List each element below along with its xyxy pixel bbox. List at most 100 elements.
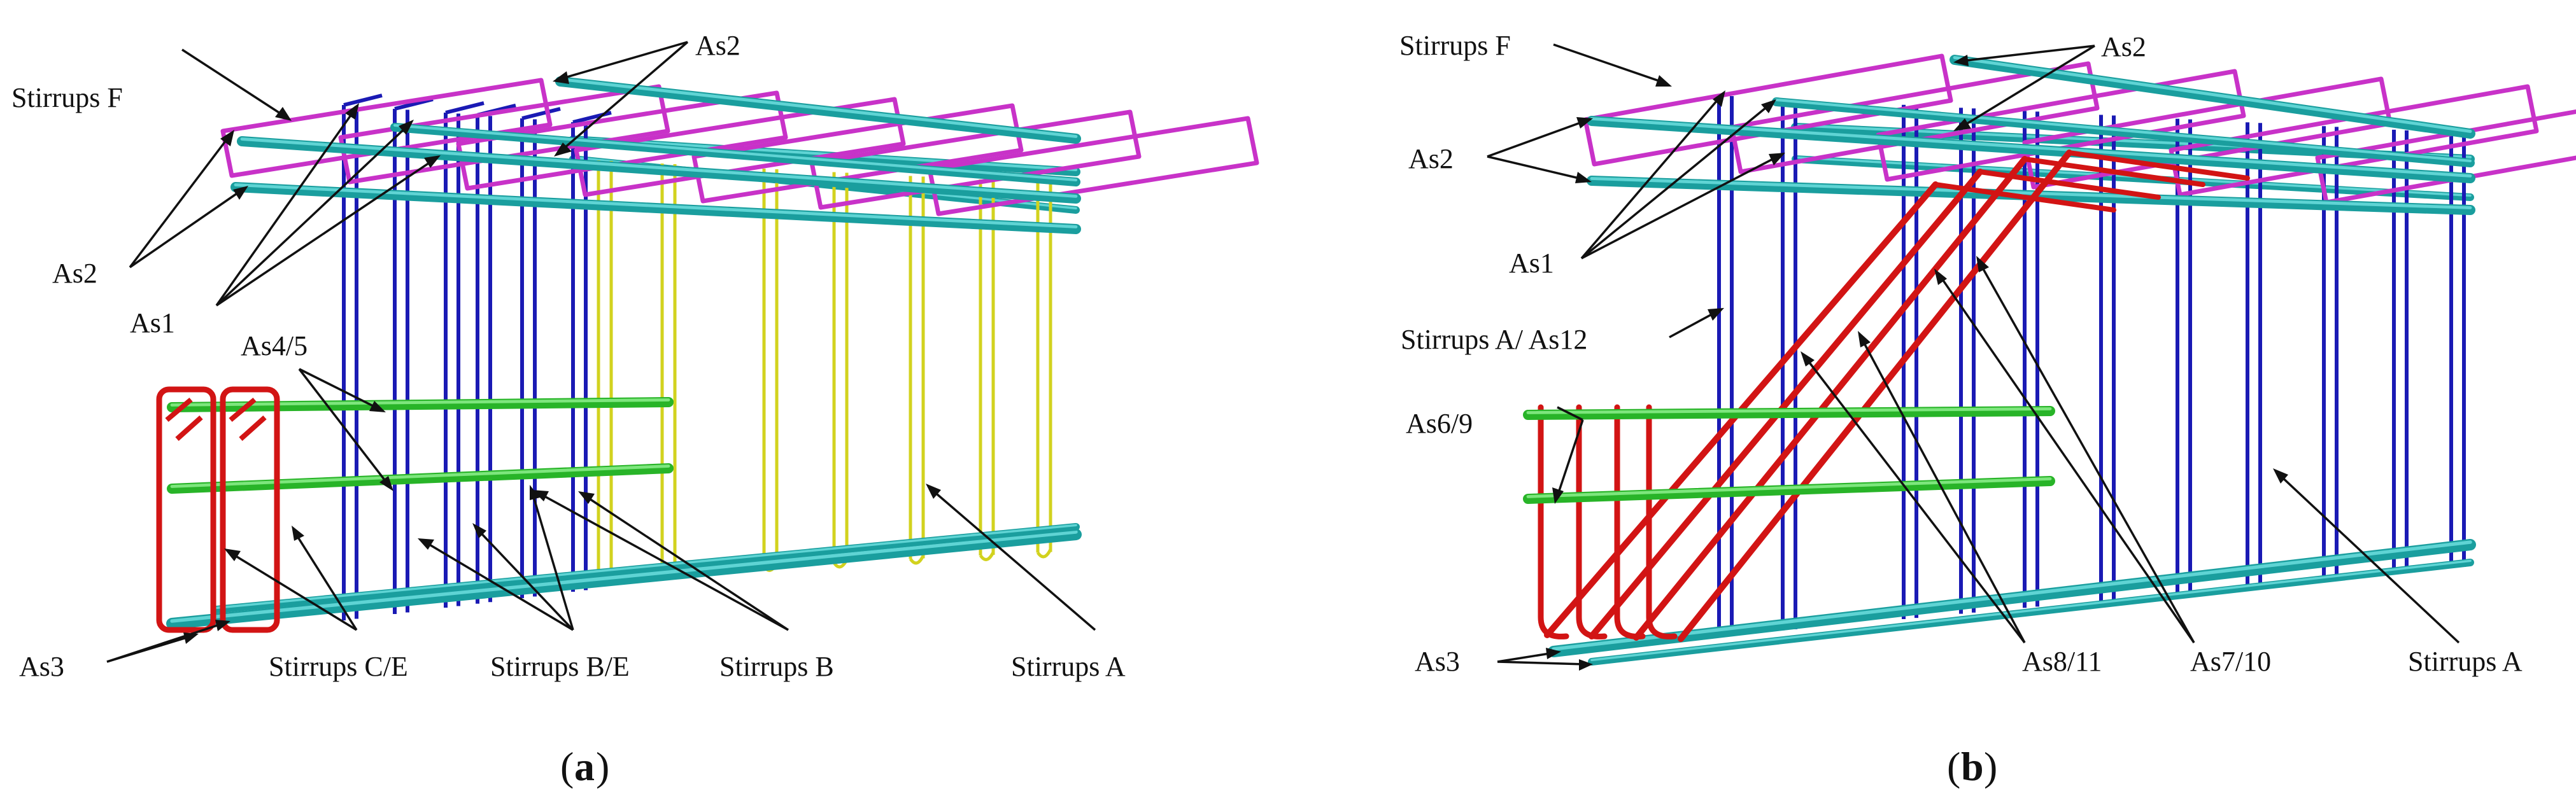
stirrup-b-f-5 bbox=[2315, 109, 2576, 205]
panel-a-longitudinal-bars-bottom bbox=[166, 523, 1082, 629]
stirrup-a-blue-top-2 bbox=[394, 97, 434, 111]
rod-b-top-as1-1 bbox=[1587, 176, 2475, 215]
arrowhead bbox=[369, 401, 386, 412]
stirrup-a-yellow-bend-10 bbox=[979, 551, 995, 561]
arrowhead bbox=[1976, 256, 1989, 272]
panel-a-caption: ( a ) bbox=[560, 744, 609, 789]
leader-a-stirrups-be-3 bbox=[531, 492, 574, 631]
leader-a-as45-2 bbox=[298, 368, 390, 486]
rod-b-bottom-2 bbox=[1588, 559, 2474, 666]
arrowhead bbox=[1769, 153, 1785, 165]
stirrup-a-blue-top-8 bbox=[521, 107, 561, 120]
arrowhead bbox=[1546, 648, 1561, 659]
stirrup-a-f-2 bbox=[456, 90, 788, 191]
arrowhead bbox=[578, 491, 595, 504]
rod-b-as3-u-1 bbox=[1576, 404, 1608, 639]
stirrup-a-blue-top-0 bbox=[343, 94, 383, 107]
leader-b-stirrups-a-as12 bbox=[1669, 311, 1717, 339]
arrowhead bbox=[220, 130, 234, 146]
rod-b-back-2 bbox=[1792, 155, 2474, 201]
hook-a-as3-1 bbox=[165, 397, 203, 441]
leader-b-as1-3 bbox=[1581, 155, 1778, 260]
panel-a-reinforcement-cage: Stirrups F As2 As2 As1 As4/5 As3 Stirrup… bbox=[11, 30, 1259, 789]
leader-b-stirrups-f bbox=[1553, 43, 1665, 84]
label-a-stirrups-f: Stirrups F bbox=[11, 82, 123, 113]
rod-b-as69-1 bbox=[1523, 406, 2055, 420]
label-a-as2-top: As2 bbox=[695, 30, 740, 61]
rod-b-top-as2-2-highlight bbox=[1590, 117, 2472, 178]
arrowhead bbox=[472, 523, 486, 538]
rod-b-inclined-1 bbox=[1589, 169, 1983, 639]
leader-b-as1-1 bbox=[1580, 95, 1722, 260]
leader-a-as45-1 bbox=[299, 368, 379, 410]
panel-a-stirrups-b bbox=[597, 160, 1052, 580]
caption-b-open-paren: ( bbox=[1947, 744, 1960, 789]
leader-a-stirrups-a bbox=[931, 489, 1096, 631]
label-b-as2-left: As2 bbox=[1408, 143, 1454, 174]
stirrup-a-yellow-bend-12 bbox=[1036, 548, 1052, 559]
label-b-as7-10: As7/10 bbox=[2190, 646, 2271, 677]
arrowhead bbox=[1801, 351, 1815, 367]
arrowhead bbox=[1576, 117, 1593, 129]
label-b-stirrups-a: Stirrups A bbox=[2408, 646, 2523, 677]
label-b-as6-9: As6/9 bbox=[1406, 408, 1473, 439]
rod-b-top-as2-1 bbox=[1950, 55, 2475, 139]
leader-b-as69-2 bbox=[1557, 406, 1583, 421]
stirrup-b-f-0 bbox=[1583, 53, 1953, 167]
arrowhead bbox=[224, 548, 241, 561]
rod-a-back-1-highlight bbox=[571, 136, 1078, 172]
arrowhead bbox=[1934, 269, 1947, 285]
stirrup-b-f-2 bbox=[1876, 69, 2246, 182]
arrowhead bbox=[424, 155, 441, 168]
leader-b-as2-left-1 bbox=[1487, 120, 1586, 158]
rod-b-inclined-top-2 bbox=[2022, 157, 2205, 187]
caption-b-letter: b bbox=[1961, 744, 1984, 789]
rod-a-top-as1-1 bbox=[555, 76, 1081, 144]
panel-b-longitudinal-bars-bottom bbox=[1548, 539, 2476, 666]
rod-b-as3-u-2 bbox=[1614, 404, 1646, 639]
leader-a-stirrups-f bbox=[181, 48, 285, 117]
arrowhead bbox=[1858, 331, 1871, 347]
leader-a-stirrups-be-1 bbox=[425, 541, 574, 631]
rod-b-bottom-1 bbox=[1548, 539, 2476, 657]
leader-a-stirrups-b-2 bbox=[585, 495, 789, 631]
rod-b-top-as2-1-highlight bbox=[1953, 56, 2472, 133]
panel-b-caption: ( b ) bbox=[1947, 744, 1997, 789]
rod-b-bottom-1-highlight bbox=[1552, 540, 2472, 651]
leader-a-stirrups-ce-1 bbox=[231, 552, 357, 631]
label-b-as8-11: As8/11 bbox=[2022, 646, 2102, 677]
caption-a-close-paren: ) bbox=[596, 744, 609, 789]
stirrup-a-as3-2 bbox=[220, 386, 280, 633]
rod-b-top-as1-2-highlight bbox=[1774, 98, 2472, 163]
leader-a-as2-left-2 bbox=[129, 190, 241, 269]
label-a-as1: As1 bbox=[130, 307, 175, 339]
rod-a-as45-2-highlight bbox=[170, 464, 670, 488]
stirrup-a-f-0 bbox=[220, 78, 553, 178]
rod-a-top-as1-2-highlight bbox=[393, 123, 1078, 182]
stirrup-a-as3-1 bbox=[156, 386, 216, 633]
rod-a-top-as1-1-highlight bbox=[558, 78, 1078, 138]
rod-a-bottom-2-highlight bbox=[215, 524, 1077, 610]
label-a-stirrups-b: Stirrups B bbox=[719, 651, 834, 682]
rod-a-bottom-1 bbox=[166, 529, 1082, 629]
rod-b-as69-2 bbox=[1523, 476, 2055, 504]
arrowhead bbox=[1655, 75, 1672, 87]
panel-a-stirrups-ce-be bbox=[342, 94, 612, 620]
leader-b-as2-top-1 bbox=[1960, 45, 2095, 62]
leader-b-stirrups-a bbox=[2278, 473, 2460, 644]
leader-a-as1-3 bbox=[216, 159, 434, 307]
label-b-stirrups-f: Stirrups F bbox=[1399, 30, 1511, 61]
caption-a-letter: a bbox=[574, 744, 595, 789]
rod-a-as45-1 bbox=[167, 397, 674, 412]
leader-b-as3-1 bbox=[1497, 652, 1554, 663]
leader-a-as1-1 bbox=[215, 109, 355, 307]
panel-a-as3-end-stirrups bbox=[156, 386, 280, 633]
label-a-stirrups-ce: Stirrups C/E bbox=[269, 651, 408, 682]
label-b-as3: As3 bbox=[1415, 646, 1460, 677]
rod-a-top-as2-2 bbox=[230, 182, 1081, 234]
rod-a-top-as2-2-highlight bbox=[234, 183, 1078, 228]
label-a-as2-left: As2 bbox=[52, 258, 97, 289]
panel-a-as4-5-bars bbox=[167, 397, 674, 494]
leader-a-as2-top-2 bbox=[559, 41, 689, 153]
